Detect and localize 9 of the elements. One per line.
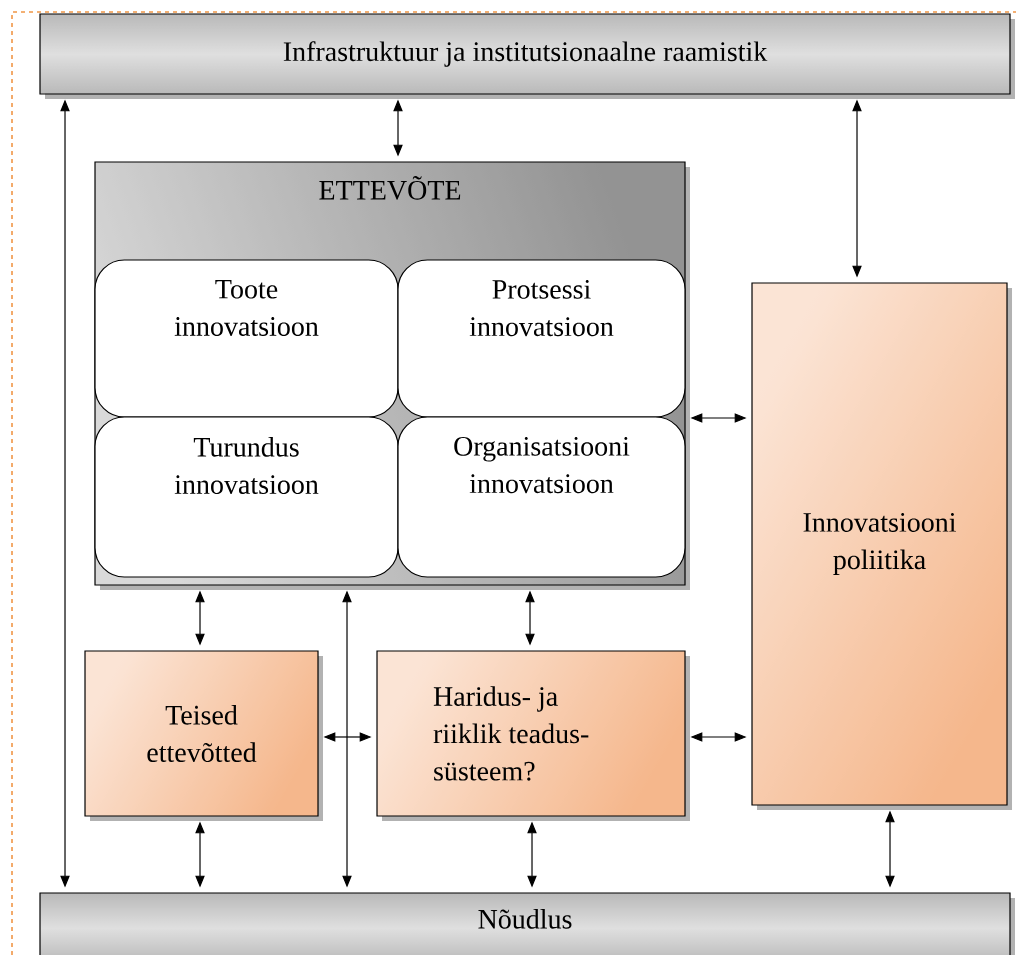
band: Nõudlus [39,892,1011,955]
rounded-box: Turundus innovatsioon [94,416,399,578]
rounded-box: Protsessi innovatsioon [397,259,686,418]
box: Innovatsiooni poliitika [751,282,1008,806]
box: Teised ettevõtted [84,650,319,817]
rounded-box: Organisatsiooni innovatsioon [397,416,686,578]
band: Infrastruktuur ja institutsionaalne raamistik [39,13,1011,95]
box: Haridus- ja riiklik teadus- süsteem? [376,650,686,817]
rounded-box: Toote innovatsioon [94,259,399,418]
